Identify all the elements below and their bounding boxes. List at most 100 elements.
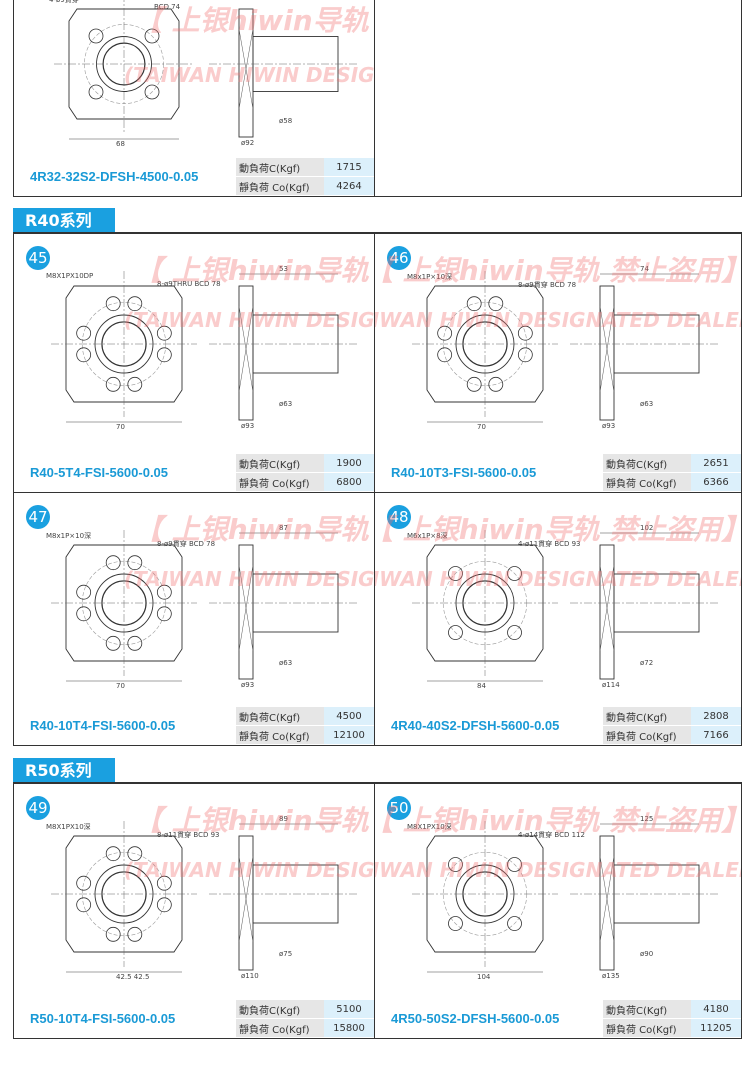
table-row: 動負荷C(Kgf)4180 <box>603 1000 741 1019</box>
static-load-value: 6800 <box>324 472 374 492</box>
dim-length: 102 <box>640 524 654 532</box>
bolt-hole <box>105 376 121 392</box>
dim-flange-dia: ø114 <box>602 681 620 689</box>
load-spec-table: 動負荷C(Kgf)1715 靜負荷 Co(Kgf)4264 <box>236 158 374 196</box>
side-flange <box>599 544 615 680</box>
technical-drawing <box>51 821 359 973</box>
section-title-r50: R50系列 <box>13 758 115 783</box>
dim-length: 125 <box>640 815 654 823</box>
dim-fit-dia: ø72 <box>640 659 654 667</box>
bolt-hole <box>76 325 92 341</box>
dim-flange-dia: ø93 <box>241 681 255 689</box>
product-card: 47 70 87 M8x1P×10深 8-ø9貫穿 BCD 78 ø93 ø63… <box>13 492 375 746</box>
dynamic-load-value: 5100 <box>324 1000 374 1019</box>
technical-drawing <box>51 530 359 682</box>
flange-outline <box>68 8 180 120</box>
static-load-value: 15800 <box>324 1018 374 1038</box>
bolt-hole <box>127 555 143 571</box>
static-load-label: 靜負荷 Co(Kgf) <box>236 176 324 196</box>
bolt-hole <box>448 566 463 581</box>
bolt-hole <box>507 625 522 640</box>
load-spec-table: 動負荷C(Kgf)2808 靜負荷 Co(Kgf)7166 <box>603 707 741 745</box>
table-row: 靜負荷 Co(Kgf)11205 <box>603 1018 741 1038</box>
bolt-hole <box>88 84 104 100</box>
side-flange <box>238 8 254 138</box>
table-row: 靜負荷 Co(Kgf)6366 <box>603 472 741 492</box>
product-card: 49 42.5 42.5 89 M8X1PX10深 8-ø11貫穿 BCD 93… <box>13 783 375 1039</box>
table-row: 靜負荷 Co(Kgf)12100 <box>236 725 374 745</box>
table-row: 動負荷C(Kgf)1715 <box>236 158 374 177</box>
dim-hole-note: 4-ø14貫穿 BCD 112 <box>518 831 585 839</box>
model-number: 4R32-32S2-DFSH-4500-0.05 <box>30 169 199 184</box>
bolt-hole <box>156 347 172 363</box>
bolt-hole <box>76 584 92 600</box>
section-divider <box>13 232 742 234</box>
bolt-hole <box>466 296 482 312</box>
dynamic-load-label: 動負荷C(Kgf) <box>603 707 691 726</box>
dim-thread-note: M8X1PX10深 <box>46 823 91 831</box>
dim-length: 53 <box>279 265 288 273</box>
side-flange <box>599 285 615 421</box>
bolt-hole <box>127 635 143 651</box>
flange-outline <box>65 285 183 403</box>
dim-thread-note: M8X1PX10深 <box>407 823 452 831</box>
dim-width: 68 <box>116 140 125 148</box>
dim-thread-note: M8x1P×10深 <box>407 273 453 281</box>
dynamic-load-label: 動負荷C(Kgf) <box>236 707 324 726</box>
dynamic-load-value: 2808 <box>691 707 741 726</box>
dynamic-load-label: 動負荷C(Kgf) <box>603 1000 691 1019</box>
technical-drawing <box>412 271 720 423</box>
model-number: 4R40-40S2-DFSH-5600-0.05 <box>391 718 560 733</box>
bolt-hole <box>76 347 92 363</box>
bolt-hole <box>144 84 160 100</box>
table-row: 動負荷C(Kgf)2808 <box>603 707 741 726</box>
technical-drawing <box>412 530 720 682</box>
dim-hole-note: 8-ø9貫穿 BCD 78 <box>157 540 216 548</box>
static-load-value: 7166 <box>691 725 741 745</box>
bolt-hole <box>105 926 121 942</box>
bolt-hole <box>105 296 121 312</box>
dim-hole-note: BCD 74 <box>154 3 181 11</box>
dynamic-load-value: 1900 <box>324 454 374 473</box>
dim-length: 74 <box>640 265 649 273</box>
static-load-label: 靜負荷 Co(Kgf) <box>236 725 324 745</box>
flange-outline <box>65 544 183 662</box>
technical-drawing <box>54 0 359 140</box>
bolt-hole <box>507 916 522 931</box>
bolt-hole <box>156 897 172 913</box>
item-number-badge: 47 <box>26 505 50 529</box>
bolt-hole <box>156 606 172 622</box>
dim-hole-note: 8-ø9THRU BCD 78 <box>157 280 221 288</box>
table-row: 動負荷C(Kgf)1900 <box>236 454 374 473</box>
dim-width: 70 <box>477 423 486 431</box>
dim-length: 89 <box>279 815 288 823</box>
static-load-value: 4264 <box>324 176 374 196</box>
bolt-hole <box>488 296 504 312</box>
dim-hole-note: 4-ø11貫穿 BCD 93 <box>518 540 581 548</box>
dim-width: 42.5 42.5 <box>116 973 150 981</box>
flange-outline <box>426 285 544 403</box>
dynamic-load-label: 動負荷C(Kgf) <box>603 454 691 473</box>
dynamic-load-value: 2651 <box>691 454 741 473</box>
dim-thread-note: M8X1PX10DP <box>46 272 94 280</box>
side-flange <box>238 835 254 971</box>
bolt-hole <box>127 926 143 942</box>
bolt-hole <box>156 325 172 341</box>
flange-outline <box>65 835 183 953</box>
static-load-label: 靜負荷 Co(Kgf) <box>603 725 691 745</box>
item-number-badge: 49 <box>26 796 50 820</box>
load-spec-table: 動負荷C(Kgf)4500 靜負荷 Co(Kgf)12100 <box>236 707 374 745</box>
dim-width: 84 <box>477 682 486 690</box>
product-card: 68 4-ø9貫穿 BCD 74 ø92 ø58 【 上银hiwin导轨 禁止盗… <box>13 0 375 197</box>
model-number: R40-10T4-FSI-5600-0.05 <box>30 718 176 733</box>
static-load-value: 11205 <box>691 1018 741 1038</box>
bolt-hole <box>448 625 463 640</box>
bolt-hole <box>437 325 453 341</box>
load-spec-table: 動負荷C(Kgf)5100 靜負荷 Co(Kgf)15800 <box>236 1000 374 1038</box>
bolt-hole <box>488 376 504 392</box>
bolt-hole <box>156 875 172 891</box>
dim-flange-dia: ø92 <box>241 139 255 147</box>
side-flange <box>238 285 254 421</box>
dim-flange-dia: ø135 <box>602 972 620 980</box>
item-number-badge: 46 <box>387 246 411 270</box>
